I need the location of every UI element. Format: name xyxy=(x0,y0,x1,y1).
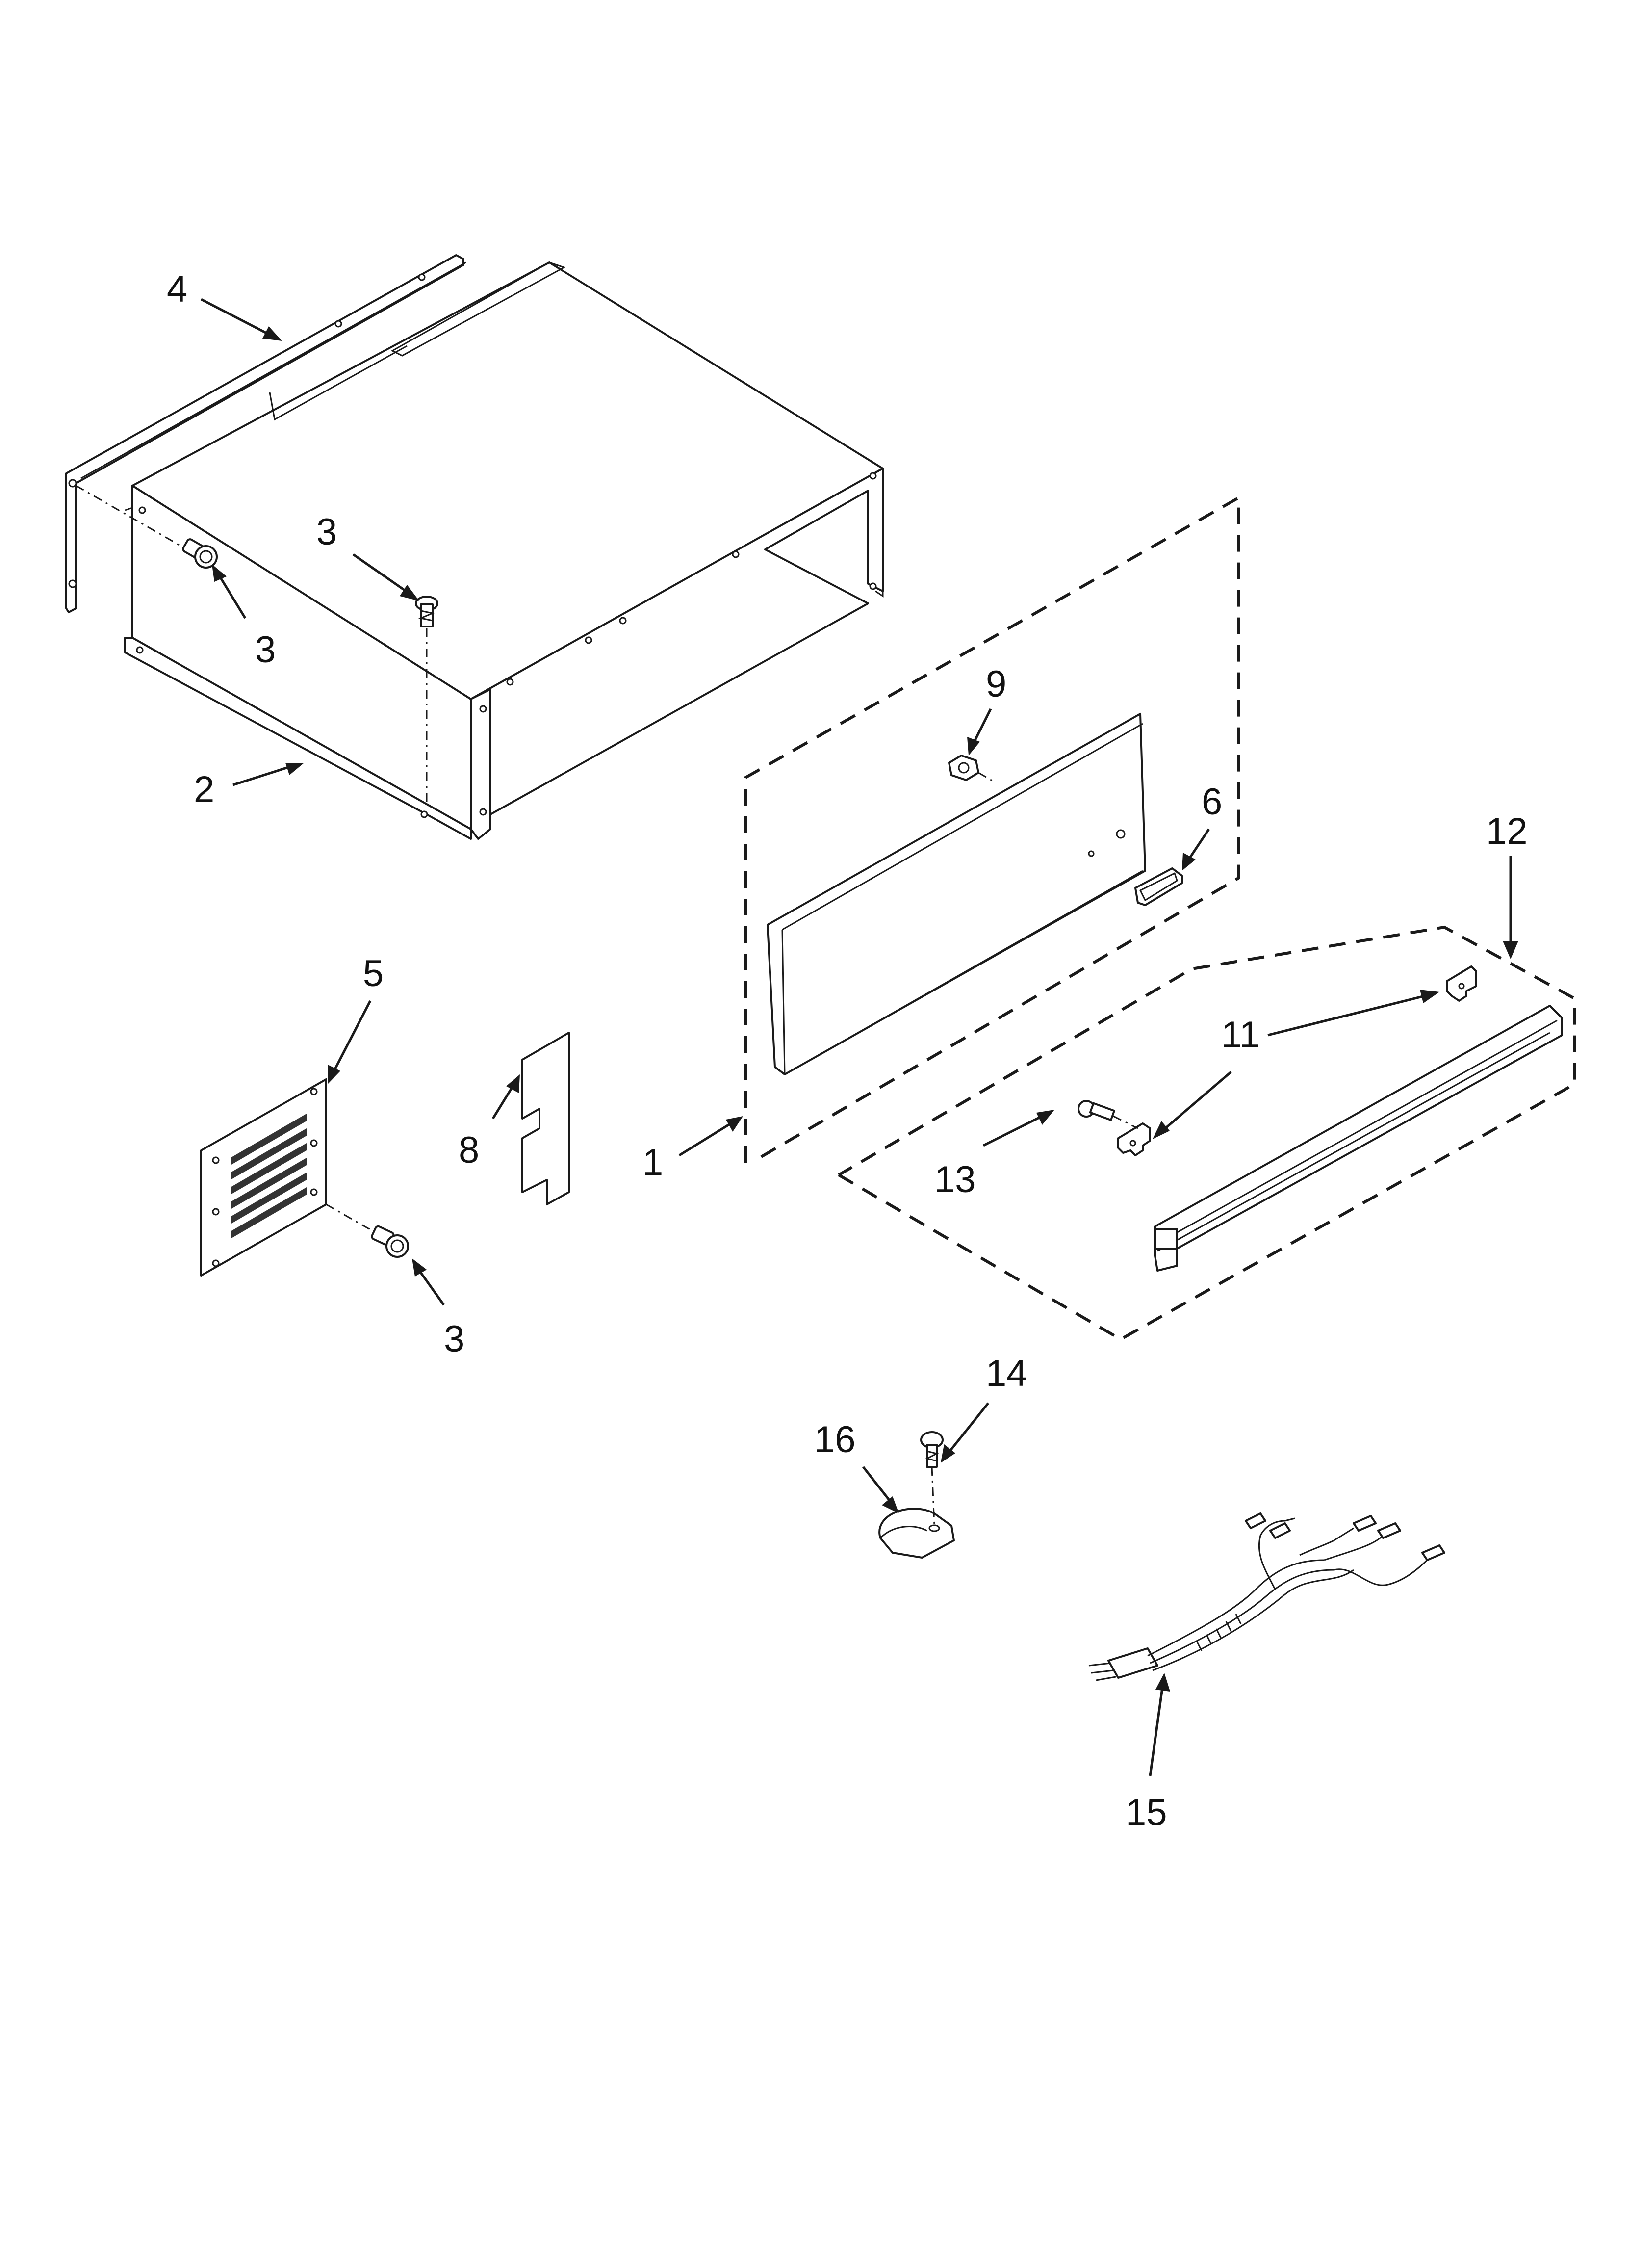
callout-label-16: 16 xyxy=(814,1419,856,1460)
callout-label-9: 9 xyxy=(986,663,1006,705)
bracket-part-11-lower xyxy=(1117,1122,1151,1156)
callout-label-12: 12 xyxy=(1486,810,1528,852)
screw-part-3-housing-front xyxy=(76,485,218,569)
bracket-part-11-upper xyxy=(1446,965,1477,1002)
callout-2: 2 xyxy=(194,763,304,810)
callout-label-4: 4 xyxy=(167,268,187,310)
insulation-part-8 xyxy=(521,1032,570,1205)
callout-12: 12 xyxy=(1486,810,1528,959)
callout-label-5: 5 xyxy=(363,953,384,994)
screw-part-13 xyxy=(1078,1100,1138,1129)
callout-label-11-upper: 11 xyxy=(1221,1014,1260,1056)
callout-label-3-grille: 3 xyxy=(444,1318,464,1360)
front-panel xyxy=(767,713,1146,1075)
callout-1: 1 xyxy=(642,1116,743,1183)
callout-8: 8 xyxy=(459,1074,520,1171)
callout-label-1: 1 xyxy=(642,1142,663,1183)
callout-6: 6 xyxy=(1182,781,1222,871)
callout-13: 13 xyxy=(934,1110,1054,1200)
screw-part-14 xyxy=(920,1431,944,1526)
screw-part-3-grille xyxy=(371,1225,409,1258)
callout-label-2: 2 xyxy=(194,769,214,810)
wire-harness-part-15 xyxy=(1088,1512,1445,1681)
trim-strip xyxy=(1154,1005,1563,1272)
callout-label-6: 6 xyxy=(1202,781,1222,823)
callout-16: 16 xyxy=(814,1419,899,1513)
clamp-part-16 xyxy=(878,1508,955,1559)
callout-label-14: 14 xyxy=(986,1353,1027,1394)
clip-part-6 xyxy=(1134,867,1183,906)
callout-label-13: 13 xyxy=(934,1159,976,1200)
callout-3-top: 3 xyxy=(316,511,419,601)
callout-label-3-top: 3 xyxy=(316,511,337,553)
callout-15: 15 xyxy=(1126,1673,1170,1833)
screw-part-3-housing-top xyxy=(415,596,438,805)
callout-3-front: 3 xyxy=(212,564,276,671)
callout-11-lower xyxy=(1153,1071,1232,1139)
grille-part-5 xyxy=(200,1078,378,1277)
callout-14: 14 xyxy=(941,1353,1027,1463)
callout-label-8: 8 xyxy=(459,1129,479,1171)
housing-part-2 xyxy=(124,261,884,840)
callout-5: 5 xyxy=(328,953,384,1084)
grille-vents xyxy=(231,1114,307,1239)
front-panel-group-part-1 xyxy=(744,495,1240,1163)
callout-label-3-front: 3 xyxy=(255,629,276,671)
rear-rail-part-4 xyxy=(65,254,466,613)
callout-4: 4 xyxy=(167,268,282,341)
nut-part-9 xyxy=(948,755,996,783)
callout-3-grille: 3 xyxy=(412,1258,464,1360)
callout-9: 9 xyxy=(967,663,1006,756)
callout-11-upper: 11 xyxy=(1221,990,1439,1056)
callout-label-15: 15 xyxy=(1126,1792,1167,1833)
